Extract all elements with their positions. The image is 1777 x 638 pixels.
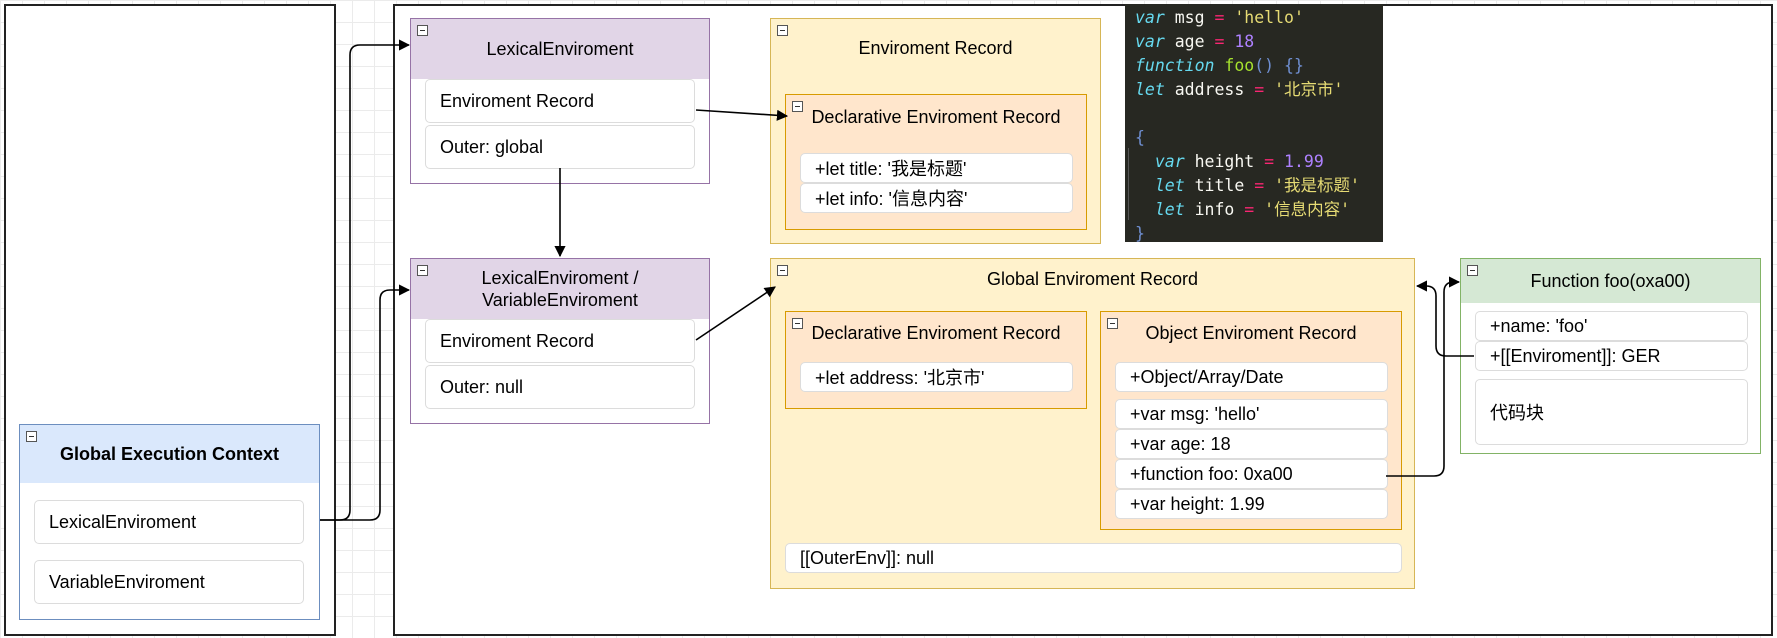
code-snippet: var msg = 'hello' var age = 18 function … xyxy=(1125,4,1383,243)
global-env-record-title: Global Enviroment Record xyxy=(986,269,1199,289)
lexical-env-block[interactable]: LexicalEnviroment Enviroment Record Oute… xyxy=(410,18,710,184)
code-line: let address = '北京市' xyxy=(1135,80,1344,99)
lexical-env-global-outer[interactable]: Outer: null xyxy=(425,365,695,409)
function-foo-title: Function foo(oxa00) xyxy=(1530,271,1691,291)
function-foo-row-code-block[interactable]: 代码块 xyxy=(1475,379,1748,445)
declarative-env-record-block-title: Declarative Enviroment Record xyxy=(811,107,1061,127)
function-foo-row-name[interactable]: +name: 'foo' xyxy=(1475,311,1748,341)
object-env-record-title: Object Enviroment Record xyxy=(1145,323,1357,343)
code-line: let title = '我是标题' xyxy=(1154,176,1360,195)
declarative-env-record-block[interactable]: Declarative Enviroment Record +let title… xyxy=(785,94,1087,230)
global-declarative-title: Declarative Enviroment Record xyxy=(811,323,1061,343)
collapse-icon[interactable] xyxy=(1467,265,1478,276)
object-row-height[interactable]: +var height: 1.99 xyxy=(1115,489,1388,519)
object-row-msg[interactable]: +var msg: 'hello' xyxy=(1115,399,1388,429)
declarative-row-info[interactable]: +let info: '信息内容' xyxy=(800,183,1073,213)
object-env-record[interactable]: Object Enviroment Record +Object/Array/D… xyxy=(1100,311,1402,530)
code-line: { xyxy=(1135,128,1145,147)
collapse-icon[interactable] xyxy=(792,318,803,329)
lexical-env-global-title-line2: VariableEnviroment xyxy=(482,290,638,310)
lexical-env-block-outer[interactable]: Outer: global xyxy=(425,125,695,169)
gec-row-variable-env[interactable]: VariableEnviroment xyxy=(34,560,304,604)
collapse-icon[interactable] xyxy=(26,431,37,442)
global-execution-context[interactable]: Global Execution Context LexicalEnvirome… xyxy=(19,424,320,620)
env-record-block-title: Enviroment Record xyxy=(858,38,1013,58)
gec-row-lexical-env[interactable]: LexicalEnviroment xyxy=(34,500,304,544)
global-declarative-row-address[interactable]: +let address: '北京市' xyxy=(800,362,1073,392)
lexical-env-block-record[interactable]: Enviroment Record xyxy=(425,79,695,123)
collapse-icon[interactable] xyxy=(417,265,428,276)
lexical-env-global[interactable]: LexicalEnviroment / VariableEnviroment E… xyxy=(410,258,710,424)
collapse-icon[interactable] xyxy=(1107,318,1118,329)
code-line-blank xyxy=(1135,102,1383,126)
lexical-env-global-title-line1: LexicalEnviroment / xyxy=(481,268,639,288)
collapse-icon[interactable] xyxy=(417,25,428,36)
code-line: var age = 18 xyxy=(1135,32,1255,51)
code-line: } xyxy=(1135,224,1145,243)
function-foo-object[interactable]: Function foo(oxa00) +name: 'foo' +[[Envi… xyxy=(1460,258,1761,454)
collapse-icon[interactable] xyxy=(777,265,788,276)
gec-title: Global Execution Context xyxy=(59,444,280,464)
lexical-env-global-title: LexicalEnviroment / VariableEnviroment xyxy=(411,259,709,319)
lexical-env-global-record[interactable]: Enviroment Record xyxy=(425,319,695,363)
declarative-row-title[interactable]: +let title: '我是标题' xyxy=(800,153,1073,183)
collapse-icon[interactable] xyxy=(792,101,803,112)
code-line: function foo() {} xyxy=(1135,56,1304,75)
global-declarative-env-record[interactable]: Declarative Enviroment Record +let addre… xyxy=(785,311,1087,409)
code-line: var msg = 'hello' xyxy=(1135,8,1304,27)
object-row-age[interactable]: +var age: 18 xyxy=(1115,429,1388,459)
code-line: let info = '信息内容' xyxy=(1154,200,1351,219)
env-record-block[interactable]: Enviroment Record Declarative Enviroment… xyxy=(770,18,1101,244)
code-indent-guide xyxy=(1128,148,1129,220)
object-row-foo[interactable]: +function foo: 0xa00 xyxy=(1115,459,1388,489)
code-line: var height = 1.99 xyxy=(1154,152,1324,171)
outer-env-row[interactable]: [[OuterEnv]]: null xyxy=(785,543,1402,573)
collapse-icon[interactable] xyxy=(777,25,788,36)
function-foo-row-environment[interactable]: +[[Enviroment]]: GER xyxy=(1475,341,1748,371)
object-row-builtins[interactable]: +Object/Array/Date xyxy=(1115,362,1388,392)
lexical-env-block-title: LexicalEnviroment xyxy=(486,39,634,59)
global-env-record[interactable]: Global Enviroment Record Declarative Env… xyxy=(770,258,1415,589)
